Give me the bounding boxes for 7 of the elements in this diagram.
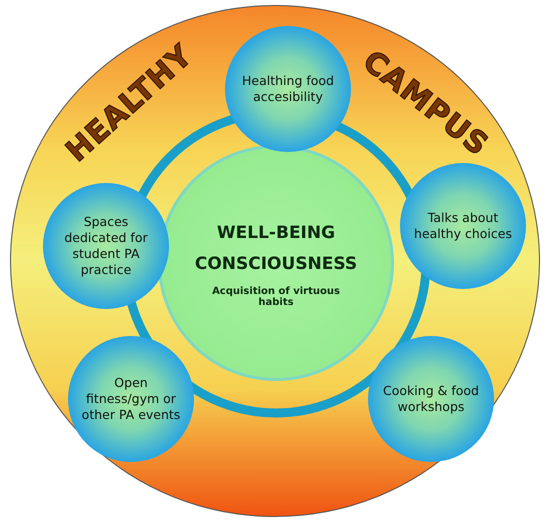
center-subtitle: Acquisition of virtuous habits bbox=[211, 286, 341, 308]
topic-label: Talks about healthy choices bbox=[413, 210, 513, 242]
topic-label: Cooking & food workshops bbox=[382, 382, 480, 416]
topic-label: Spaces dedicated for student PA practice bbox=[63, 214, 149, 278]
topic-label: Open fitness/gym or other PA events bbox=[80, 374, 182, 424]
center-title: WELL-BEING CONSCIOUSNESS bbox=[194, 222, 358, 276]
topic-label: Healthing food accesibility bbox=[241, 72, 335, 106]
